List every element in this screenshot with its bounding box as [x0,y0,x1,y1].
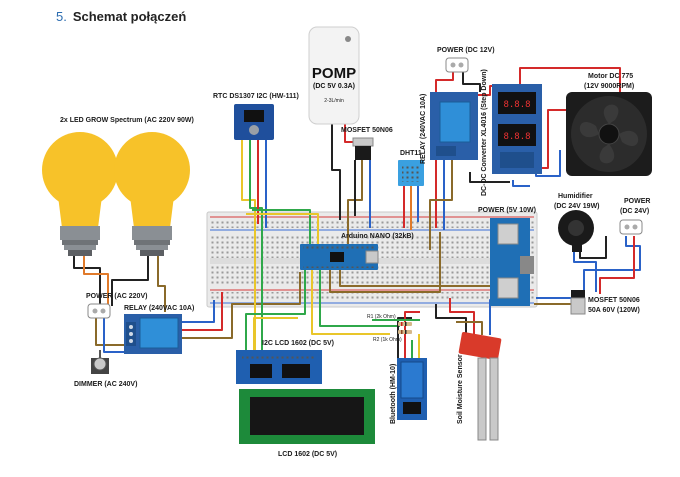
label-relay-left: RELAY (240VAC 10A) [124,305,194,312]
bluetooth-module [397,358,427,420]
label-power-5: POWER (5V 10W) [478,207,536,214]
label-dimmer: DIMMER (AC 240V) [74,381,137,388]
power-connector-icon [445,57,469,73]
relay-module-left [124,314,182,354]
dht11-sensor [398,160,424,186]
mosfet-right [570,290,586,315]
label-rtc: RTC DS1307 I2C (HW-111) [213,93,299,100]
power-supply-module [490,218,534,306]
label-soil: Soil Moisture Sensor [457,354,464,424]
svg-text:8.8.8: 8.8.8 [503,100,530,110]
label-humid-1: Humidifier [558,193,593,200]
label-motor-1: Motor DC 775 [588,73,633,80]
wires [73,67,641,358]
label-power-ac: POWER (AC 220V) [86,293,147,300]
label-i2c-lcd: I2C LCD 1602 (DC 5V) [262,340,334,347]
soil-moisture-sensor [458,332,502,441]
label-dcdc: DC-DC Converter XL4016 (Step Down) [481,69,488,196]
label-mosfet-top: MOSFET 50N06 [341,127,393,134]
label-r2: R2 (1k Ohm) [373,337,402,343]
label-power-24-1: POWER [624,198,650,205]
resistor-icon [398,322,412,326]
fan-icon [566,92,652,176]
label-humid-2: (DC 24V 19W) [554,203,600,210]
resistor-icon [398,330,412,334]
label-bluetooth: Bluetooth (HM-10) [390,364,397,424]
heading-number: 5. [56,9,67,24]
pump-module [308,26,360,125]
label-dht: DHT11 [400,150,422,157]
label-r1: R1 (2k Ohm) [367,314,396,320]
label-mosfet-right-2: 50A 60V (120W) [588,307,640,314]
led-grow-lamps [42,132,190,256]
lcd-1602 [239,389,375,444]
i2c-lcd-module [236,350,322,384]
label-relay-right: RELAY (240VAC 10A) [420,94,427,164]
label-power-24-2: (DC 24V) [620,208,649,215]
bulb-icon [114,132,190,256]
svg-text:8.8.8: 8.8.8 [503,132,530,142]
label-pomp-title: POMP [312,65,356,82]
page-heading: 5. Schemat połączeń [56,9,186,24]
dcdc-converter: 8.8.8 8.8.8 [492,84,542,174]
rtc-module [234,104,274,140]
mosfet-top [352,137,374,160]
power-connector-icon [87,303,111,319]
dimmer-knob-icon [91,357,109,374]
label-mosfet-right-1: MOSFET 50N06 [588,297,640,304]
label-pomp-flow: 2-3L/min [324,98,344,104]
relay-module-right [430,92,478,160]
heading-title: Schemat połączeń [72,9,187,24]
label-power-12: POWER (DC 12V) [437,47,495,54]
label-motor-2: (12V 9000RPM) [584,83,634,90]
label-lcd: LCD 1602 (DC 5V) [278,451,337,458]
label-led: 2x LED GROW Spectrum (AC 220V 90W) [60,117,194,124]
label-pomp-spec: (DC 5V 0.3A) [313,83,355,90]
label-arduino: Arduino NANO (32kB) [341,233,414,240]
arduino-nano [300,244,379,270]
power-connector-icon [619,219,643,235]
humidifier-icon [558,210,594,252]
bulb-icon [42,132,118,256]
